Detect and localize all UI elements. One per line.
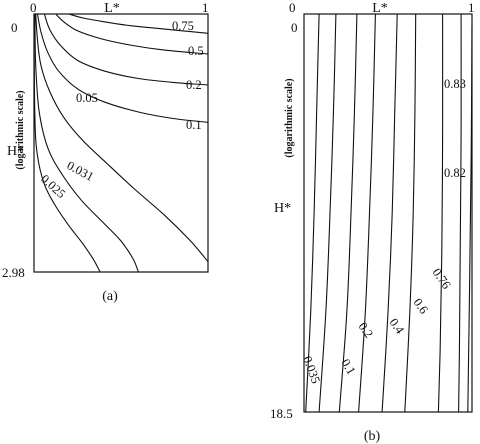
panel-a-x-tick-0: 0 <box>30 0 37 15</box>
panel-a-y-tick-0: 0 <box>11 20 18 35</box>
panel-a-contour-0.5 <box>55 13 209 55</box>
panel-b-contour-0.82 <box>458 13 462 413</box>
panel-a-contour-label-0.05: 0.05 <box>76 91 98 105</box>
panel-b-contour-label-0.2: 0.2 <box>356 320 376 341</box>
panel-b-contours <box>305 13 473 413</box>
panel-a-y-scale-note: (logarithmic scale) <box>15 90 26 169</box>
panel-a: 0 L* 1 0 2.98 (logarithmic scale) H* 0.7… <box>2 0 209 304</box>
panel-a-contours <box>33 13 209 273</box>
panel-b-contour-label-0.82: 0.82 <box>444 166 466 180</box>
panel-a-contour-0.2 <box>43 13 209 86</box>
panel-b-contour-label-0.4: 0.4 <box>387 316 408 337</box>
panel-b-contour-0.83 <box>467 25 473 413</box>
panel-b-y-scale-note: (logarithmic scale) <box>284 78 295 157</box>
panel-a-y-axis-label: H* <box>7 144 24 159</box>
panel-b-y-tick-0: 0 <box>291 20 298 35</box>
panel-a-contour-label-0.75: 0.75 <box>172 19 194 33</box>
panel-b-contour-label-0.76: 0.76 <box>430 266 454 292</box>
panel-b-x-tick-1: 1 <box>468 0 475 15</box>
panel-b-contour-0.76 <box>404 13 417 413</box>
panel-a-contour-0.031 <box>34 13 139 273</box>
panel-b-contour-0.035 <box>305 13 320 413</box>
panel-b-contour-0.2 <box>338 13 358 413</box>
panel-a-contour-label-0.5: 0.5 <box>188 44 204 58</box>
panel-b-contour-0.6 <box>381 13 398 413</box>
panel-b-caption: (b) <box>364 429 381 444</box>
panel-b-contour-0.8 <box>437 13 444 413</box>
panel-a-contour-0.025 <box>33 21 101 273</box>
panel-b: 0 L* 1 0 18.5 (logarithmic scale) H* 0.8… <box>270 0 475 444</box>
panel-b-frame <box>303 13 473 413</box>
panel-a-contour-label-0.2: 0.2 <box>186 78 202 92</box>
panel-a-contour-0.1 <box>36 13 209 123</box>
panel-a-contour-0.75 <box>68 13 209 34</box>
panel-a-caption: (a) <box>102 289 118 304</box>
panel-b-contour-0.1 <box>318 13 337 413</box>
panel-a-y-tick-1: 2.98 <box>2 265 25 280</box>
panel-b-x-tick-0: 0 <box>289 0 296 15</box>
panel-a-contour-0.05 <box>35 13 209 263</box>
panel-b-y-axis-label: H* <box>274 201 291 216</box>
panel-b-contour-label-0.83: 0.83 <box>444 77 466 91</box>
panel-b-contour-0.4 <box>358 13 376 413</box>
panel-a-contour-label-0.031: 0.031 <box>65 158 96 184</box>
panel-a-x-tick-1: 1 <box>202 0 209 15</box>
panel-b-contour-label-0.1: 0.1 <box>338 357 358 378</box>
panel-a-frame <box>33 13 209 273</box>
panel-a-contour-label-0.1: 0.1 <box>186 118 202 132</box>
panel-b-contour-label-0.6: 0.6 <box>411 296 431 317</box>
panel-a-x-axis-label: L* <box>104 1 120 16</box>
panel-b-x-axis-label: L* <box>372 1 388 16</box>
panel-b-y-tick-1: 18.5 <box>270 406 293 421</box>
